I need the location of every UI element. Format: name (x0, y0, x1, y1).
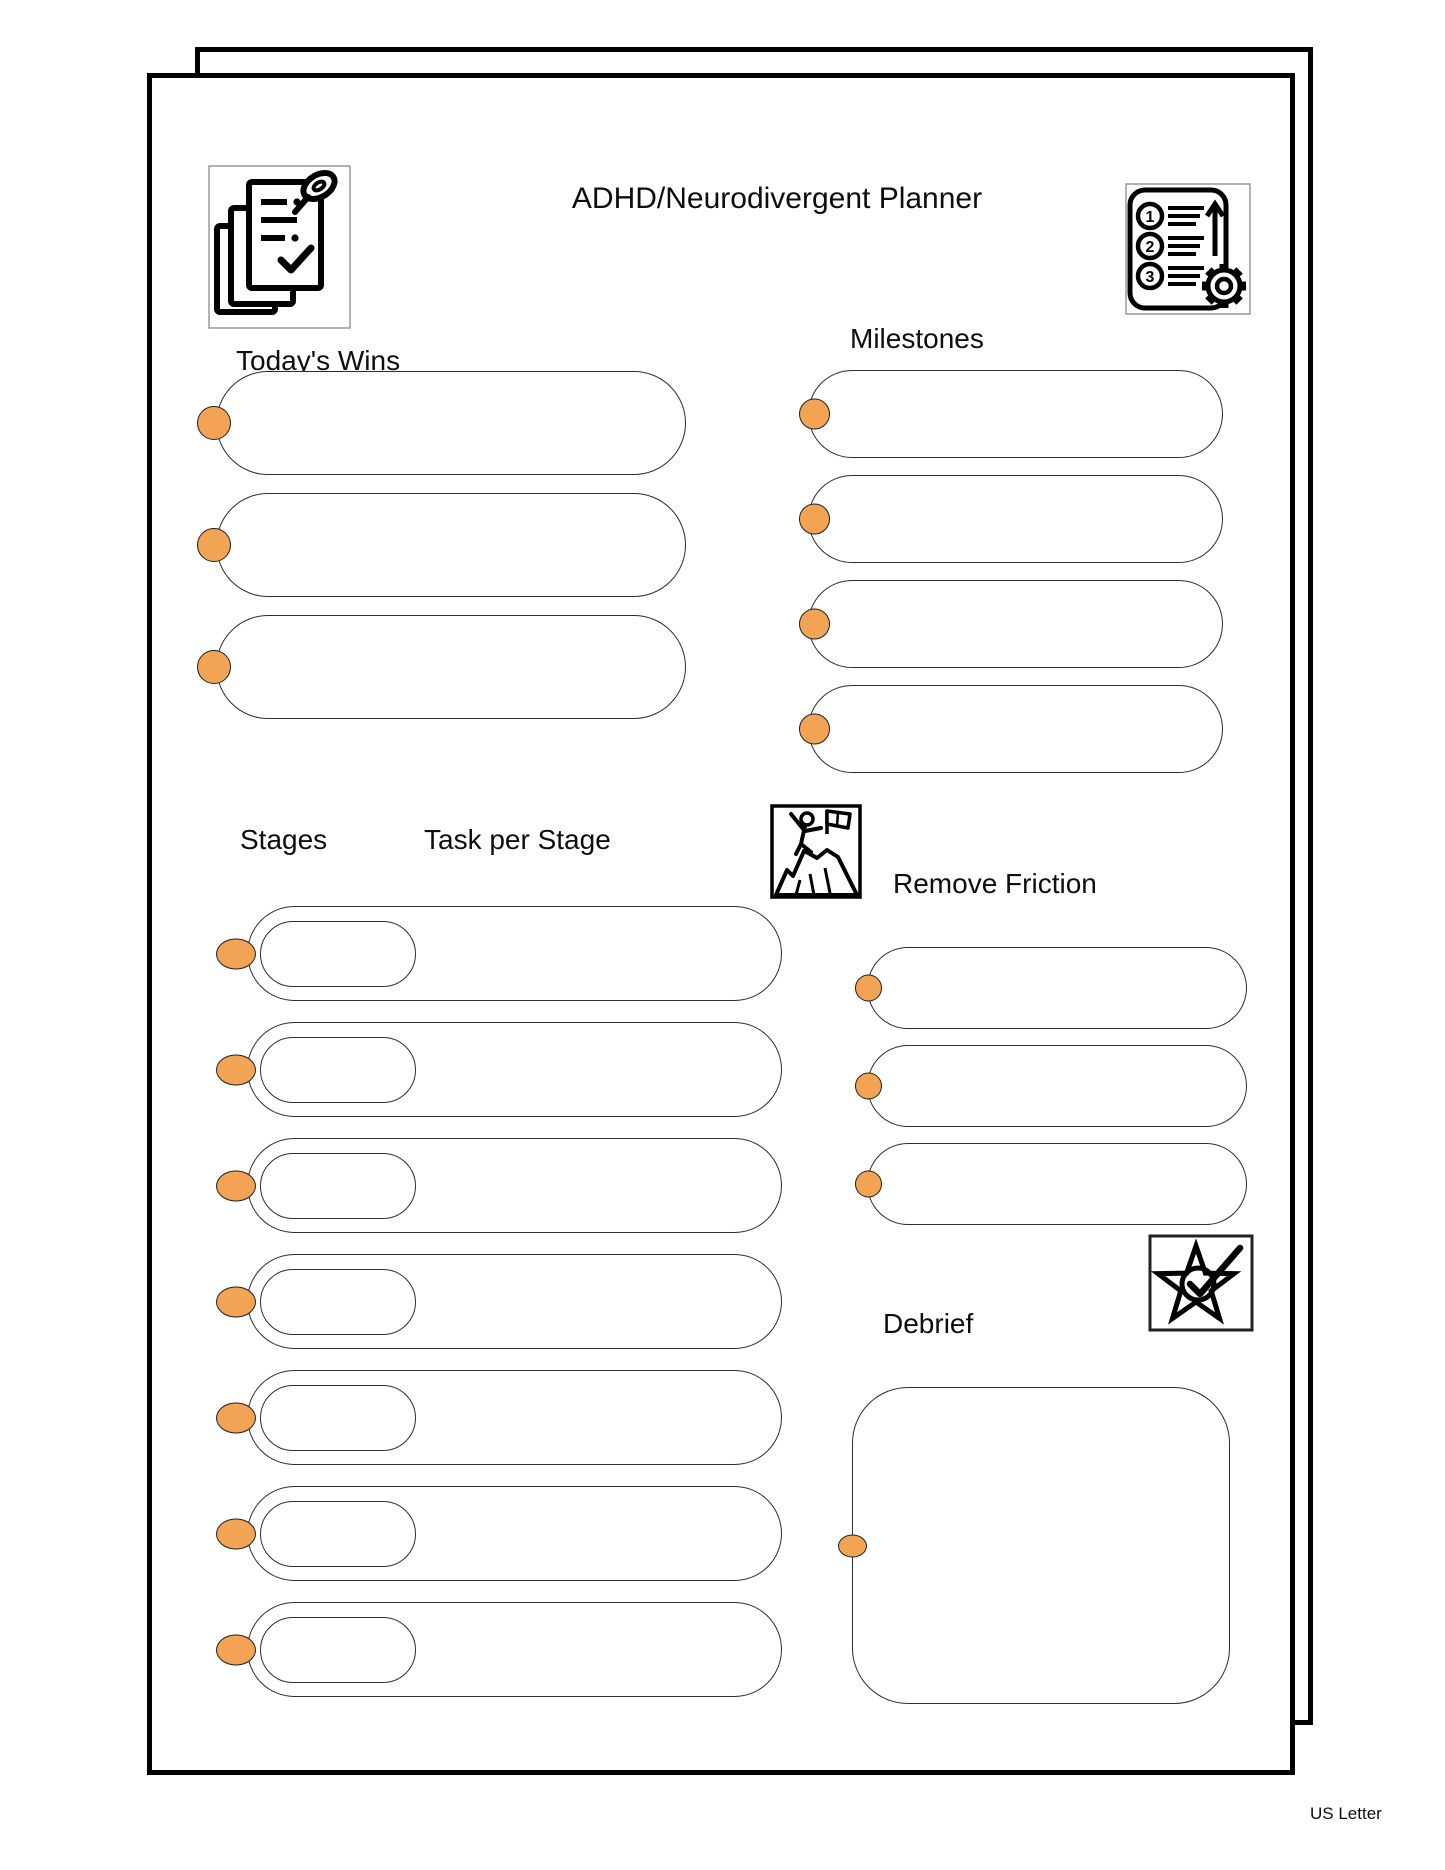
milestone-field-3[interactable] (799, 580, 1223, 668)
task-per-stage-field-1[interactable] (216, 906, 782, 1001)
bullet-dot (799, 713, 830, 745)
stage-field-2[interactable] (260, 1037, 416, 1103)
bullet-dot (855, 974, 882, 1002)
task-per-stage-field-5[interactable] (216, 1370, 782, 1465)
task-per-stage-field-4[interactable] (216, 1254, 782, 1349)
remove-friction-list (855, 947, 1247, 1225)
stage-field-7[interactable] (260, 1617, 416, 1683)
star-check-icon (1148, 1234, 1254, 1332)
milestones-heading: Milestones (850, 323, 984, 354)
svg-text:2: 2 (1146, 239, 1155, 256)
stage-field-5[interactable] (260, 1385, 416, 1451)
milestone-field-2[interactable] (799, 475, 1223, 563)
bullet-dot (838, 1534, 867, 1557)
task-per-stage-field-7[interactable] (216, 1602, 782, 1697)
task-per-stage-field-6[interactable] (216, 1486, 782, 1581)
svg-text:1: 1 (1146, 209, 1155, 226)
bullet-dot (197, 528, 231, 562)
stage-field-6[interactable] (260, 1501, 416, 1567)
debrief-heading: Debrief (883, 1308, 974, 1339)
paper-size-label: US Letter (1310, 1804, 1382, 1823)
stage-field-4[interactable] (260, 1269, 416, 1335)
numbered-list-gear-icon: 1 2 3 (1125, 183, 1251, 315)
milestone-field-4[interactable] (799, 685, 1223, 773)
bullet-dot (197, 406, 231, 440)
stages-list (216, 906, 782, 1697)
stage-field-1[interactable] (260, 921, 416, 987)
stages-heading: Stages (240, 824, 328, 855)
bullet-dot (216, 1286, 256, 1317)
task-per-stage-field-3[interactable] (216, 1138, 782, 1233)
bullet-dot (799, 398, 830, 430)
bullet-dot (799, 503, 830, 535)
bullet-dot (799, 608, 830, 640)
svg-text:3: 3 (1146, 269, 1155, 286)
bullet-dot (216, 938, 256, 969)
task-per-stage-field-2[interactable] (216, 1022, 782, 1117)
bullet-dot (197, 650, 231, 684)
remove-friction-field-2[interactable] (855, 1045, 1247, 1127)
mountain-summit-icon (770, 804, 862, 899)
pinned-checklist-icon (208, 165, 351, 329)
bullet-dot (216, 1402, 256, 1433)
front-page-sheet: ADHD/Neurodivergent Planner 1 2 3 (147, 73, 1295, 1775)
bullet-dot (216, 1170, 256, 1201)
stage-field-3[interactable] (260, 1153, 416, 1219)
debrief-field[interactable] (838, 1387, 1230, 1704)
todays-wins-field-2[interactable] (197, 493, 686, 597)
remove-friction-heading: Remove Friction (893, 868, 1097, 899)
bullet-dot (855, 1072, 882, 1100)
page-title: ADHD/Neurodivergent Planner (571, 182, 983, 215)
remove-friction-field-3[interactable] (855, 1143, 1247, 1225)
task-per-stage-heading: Task per Stage (424, 824, 611, 855)
bullet-dot (216, 1634, 256, 1665)
milestones-list (799, 370, 1223, 773)
todays-wins-field-1[interactable] (197, 371, 686, 475)
remove-friction-field-1[interactable] (855, 947, 1247, 1029)
bullet-dot (216, 1518, 256, 1549)
todays-wins-list (197, 371, 686, 719)
todays-wins-field-3[interactable] (197, 615, 686, 719)
bullet-dot (855, 1170, 882, 1198)
bullet-dot (216, 1054, 256, 1085)
milestone-field-1[interactable] (799, 370, 1223, 458)
